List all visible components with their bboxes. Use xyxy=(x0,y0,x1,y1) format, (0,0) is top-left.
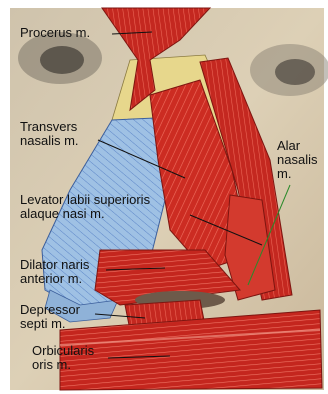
depressor-septi-label: Depressor septi m. xyxy=(20,303,80,331)
procerus-label: Procerus m. xyxy=(20,26,90,40)
transvers-nasalis-label: Transvers nasalis m. xyxy=(20,120,79,148)
left-eye xyxy=(40,46,84,74)
orbicularis-oris-label: Orbicularis oris m. xyxy=(32,344,94,372)
right-eye xyxy=(275,59,315,85)
levator-labii-label: Levator labii superioris alaque nasi m. xyxy=(20,193,150,221)
dilator-naris-label: Dilator naris anterior m. xyxy=(20,258,89,286)
alar-nasalis-label: Alar nasalis m. xyxy=(277,139,317,181)
